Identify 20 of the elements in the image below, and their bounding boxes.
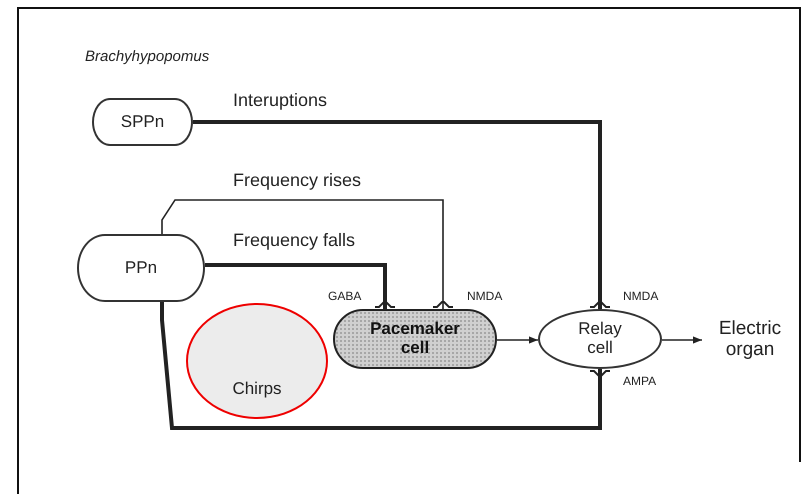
receptor-label: NMDA: [467, 289, 502, 303]
edge-label: Frequency rises: [233, 170, 362, 191]
synapse-connector: [160, 302, 611, 430]
synapse-connector: [161, 199, 454, 309]
title: Brachyhypopomus: [85, 48, 210, 65]
neuron-nucleus-box: PPn: [77, 234, 205, 302]
synapse-connector: [193, 120, 611, 309]
arrow: [497, 336, 538, 344]
receptor-label: NMDA: [623, 289, 658, 303]
neuron-nucleus-box: SPPn: [92, 98, 193, 146]
receptor-label: AMPA: [623, 374, 656, 388]
pacemaker-cell-box: Pacemaker cell: [333, 309, 497, 369]
receptor-label: GABA: [328, 289, 362, 303]
relay-cell-box: Relay cell: [538, 309, 662, 369]
highlight-circle: Chirps: [186, 303, 328, 419]
edge-label: Frequency falls: [233, 230, 356, 251]
edge-label: Interuptions: [233, 90, 328, 111]
arrow: [662, 336, 702, 344]
synapse-connector: [205, 263, 396, 309]
target-label: Electric organ: [702, 314, 798, 366]
